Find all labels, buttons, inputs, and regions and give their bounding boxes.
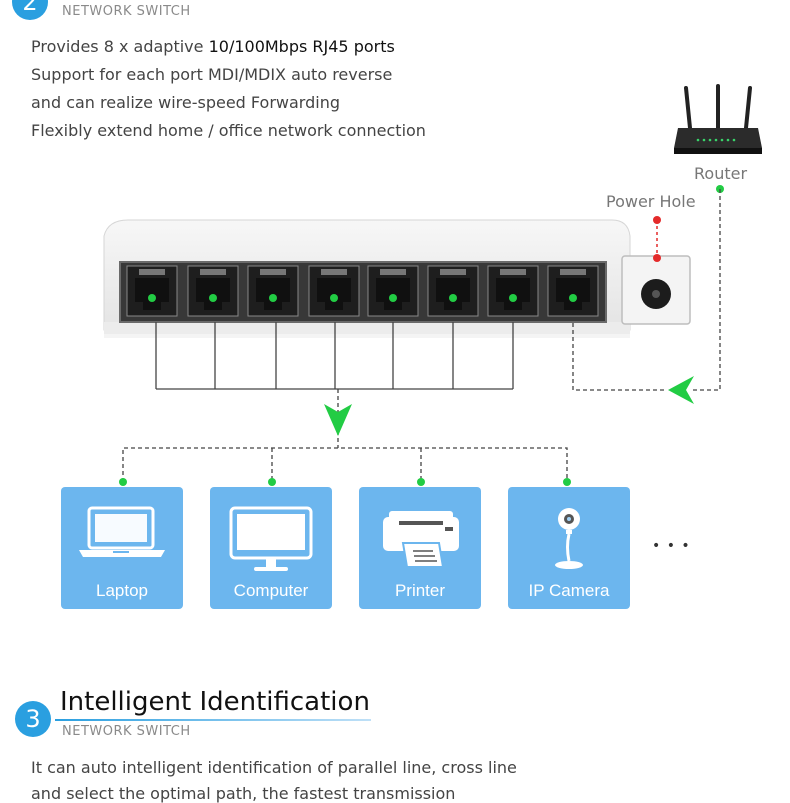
rj45-port <box>247 265 299 317</box>
distribution-lines <box>119 389 571 486</box>
network-diagram <box>103 185 724 486</box>
feature-line-1-highlight: 10/100Mbps RJ45 ports <box>208 37 395 56</box>
router-label: Router <box>694 164 748 183</box>
ip-camera-icon <box>555 508 583 569</box>
feature-line-4: Flexibly extend home / office network co… <box>31 121 426 140</box>
section-subtitle: NETWORK SWITCH <box>62 4 191 19</box>
printer-icon <box>383 511 459 568</box>
device-label: Printer <box>394 581 446 600</box>
section-number-badge: 3 <box>15 701 51 737</box>
device-card-printer: Printer <box>359 487 481 609</box>
rj45-port <box>547 265 599 317</box>
section-title: Intelligent Identification <box>60 687 370 717</box>
section-number-badge: 2 <box>12 0 48 20</box>
rj45-port <box>367 265 419 317</box>
feature-line-1-prefix: Provides 8 x adaptive <box>31 37 209 56</box>
laptop-icon <box>79 506 165 557</box>
device-label: IP Camera <box>528 581 610 600</box>
rj45-port <box>487 265 539 317</box>
device-label: Computer <box>233 581 309 600</box>
section3-line-2: and select the optimal path, the fastest… <box>31 784 456 803</box>
rj45-port <box>427 265 479 317</box>
rj45-port <box>187 265 239 317</box>
more-devices-indicator: • • • <box>652 538 691 554</box>
device-label: Laptop <box>96 581 148 600</box>
power-hole-label: Power Hole <box>606 192 696 211</box>
section-title-underline <box>55 719 371 721</box>
monitor-icon <box>229 506 313 571</box>
router-link <box>572 185 724 404</box>
device-card-computer: Computer <box>210 487 332 609</box>
device-card-ip-camera: IP Camera <box>508 487 630 609</box>
feature-line-2: Support for each port MDI/MDIX auto reve… <box>31 65 393 84</box>
section-subtitle: NETWORK SWITCH <box>62 724 191 739</box>
power-jack <box>621 255 691 325</box>
rj45-port <box>126 265 178 317</box>
device-card-laptop: Laptop <box>61 487 183 609</box>
rj45-ports <box>126 265 599 317</box>
port-links <box>155 322 514 390</box>
feature-line-1: Provides 8 x adaptive 10/100Mbps RJ45 po… <box>31 37 395 56</box>
section3-line-1: It can auto intelligent identification o… <box>31 758 517 777</box>
power-hole-pointer <box>653 216 661 262</box>
feature-line-3: and can realize wire-speed Forwarding <box>31 93 340 112</box>
rj45-port <box>308 265 360 317</box>
router-icon <box>674 84 762 154</box>
